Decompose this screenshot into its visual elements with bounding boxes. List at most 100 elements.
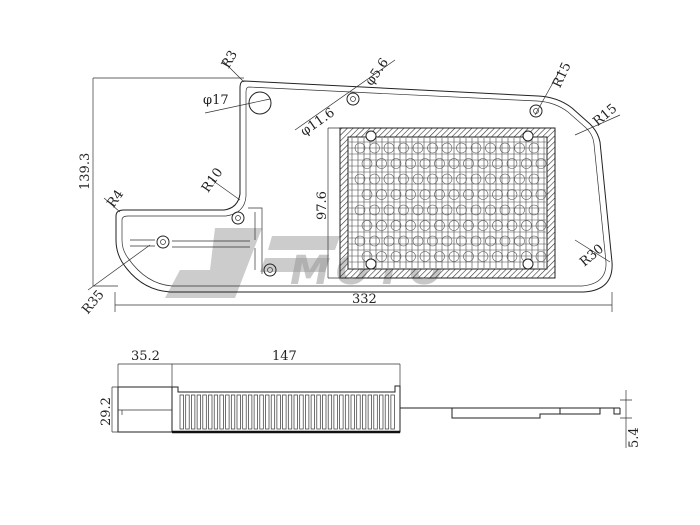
slot	[270, 394, 276, 430]
mesh-cell	[441, 173, 453, 185]
mesh-cell	[398, 142, 409, 154]
slot	[248, 394, 253, 430]
slot	[390, 394, 395, 430]
slot	[225, 394, 230, 430]
mesh-cell	[499, 204, 511, 216]
mesh-cell	[405, 220, 416, 231]
mesh-cell	[412, 142, 424, 154]
mesh-cell	[441, 142, 453, 154]
mesh-cell	[354, 142, 366, 154]
mesh-cell	[354, 204, 366, 216]
mesh-cell	[470, 142, 482, 154]
mesh-cell	[441, 235, 453, 247]
mesh-cell	[434, 251, 445, 262]
mesh-cell	[427, 235, 438, 247]
slot	[305, 394, 310, 430]
mesh-cell	[448, 251, 460, 262]
slot	[339, 394, 344, 430]
slot	[327, 394, 333, 430]
mesh-cell	[383, 204, 395, 216]
mesh-cell	[419, 158, 431, 169]
mesh-cell	[398, 235, 409, 247]
mesh-cell	[470, 173, 482, 185]
slot	[356, 394, 361, 430]
mesh-cell	[528, 173, 540, 185]
mesh-cell	[528, 204, 540, 216]
slot	[379, 394, 384, 430]
mesh-cell	[448, 189, 460, 200]
slot	[219, 394, 224, 430]
filter-side-view: 35.2 147 29.2 5.4	[99, 349, 642, 448]
label-5-4: 5.4	[627, 427, 642, 448]
label-r35: R35	[79, 288, 107, 318]
mesh-cell	[535, 189, 547, 200]
mesh-cell	[499, 235, 511, 247]
mesh-cell	[485, 142, 496, 154]
mesh-cell	[369, 142, 380, 154]
mesh-cell	[514, 142, 525, 154]
slot	[316, 394, 321, 430]
label-r3: R3	[219, 48, 241, 71]
hole-right	[529, 104, 543, 118]
mesh-cell	[485, 204, 496, 216]
slot	[322, 394, 327, 430]
filter-mesh	[349, 138, 547, 268]
mesh-cell	[499, 173, 511, 185]
mesh-cell	[419, 220, 431, 231]
mesh-cell	[485, 173, 496, 185]
mesh-cell	[441, 204, 453, 216]
mesh-cell	[419, 189, 431, 200]
mesh-cell	[535, 158, 547, 169]
label-dia5-6: φ5.6	[363, 56, 392, 89]
mesh-cell	[463, 220, 474, 231]
slot	[310, 394, 315, 430]
slot	[253, 394, 258, 430]
hole-left	[156, 235, 170, 249]
mesh-cell	[463, 158, 474, 169]
label-r4: R4	[104, 187, 127, 210]
label-97-6: 97.6	[315, 191, 330, 220]
mesh-cell	[477, 189, 489, 200]
mesh-cell	[369, 173, 380, 185]
mesh-cell	[463, 189, 474, 200]
slot	[213, 394, 219, 430]
mesh-cell	[354, 173, 366, 185]
mesh-cell	[427, 142, 438, 154]
mesh-cell	[492, 251, 503, 262]
slot	[282, 394, 287, 430]
label-dia11-6: φ11.6	[298, 105, 338, 139]
mesh-cell	[521, 220, 532, 231]
mesh-cell	[506, 189, 518, 200]
slot	[236, 394, 241, 430]
mesh-cell	[376, 251, 387, 262]
label-dia17: φ17	[203, 93, 229, 108]
mesh-cell	[492, 220, 503, 231]
mesh-cell	[405, 158, 416, 169]
mesh-cell	[477, 220, 489, 231]
slot	[362, 394, 367, 430]
mesh-cell	[361, 220, 373, 231]
mesh-cell	[506, 220, 518, 231]
mesh-cell	[521, 158, 532, 169]
mesh-cell	[434, 189, 445, 200]
mesh-cell	[477, 158, 489, 169]
mesh-cell	[434, 158, 445, 169]
mesh-cell	[412, 204, 424, 216]
mesh-cell	[535, 251, 547, 262]
label-r10: R10	[199, 165, 226, 195]
mesh-cell	[434, 220, 445, 231]
mesh-cell	[477, 251, 489, 262]
mesh-cell	[470, 235, 482, 247]
slot	[265, 394, 270, 430]
side-slots	[179, 394, 395, 430]
filter-top-view	[115, 80, 613, 293]
slot	[276, 394, 281, 430]
slot	[202, 394, 207, 430]
slot	[293, 394, 298, 430]
mesh-cell	[383, 173, 395, 185]
mesh-cell	[528, 142, 540, 154]
mesh-cell	[528, 235, 540, 247]
slot	[179, 394, 184, 430]
mesh-cell	[376, 189, 387, 200]
hole-17	[248, 91, 272, 115]
